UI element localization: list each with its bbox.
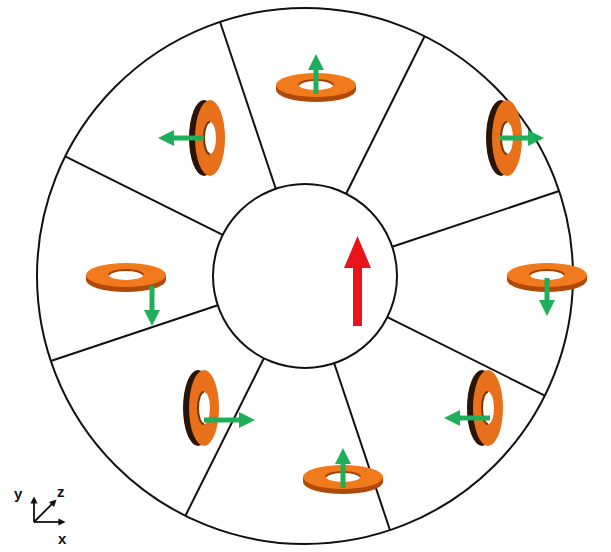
segment-divider (346, 36, 425, 194)
axis-label: z (57, 484, 65, 499)
segment-divider (220, 22, 276, 189)
segment-divider (334, 363, 390, 530)
ring-magnets (86, 62, 587, 494)
ring-frame (37, 8, 573, 544)
segment-divider (51, 305, 218, 361)
axis-label: y (14, 486, 22, 501)
segment-divider (387, 317, 545, 396)
net-field-arrow (344, 236, 371, 326)
segment-divider (392, 191, 559, 247)
axis-triad (34, 500, 62, 522)
axis-label: x (58, 531, 66, 546)
